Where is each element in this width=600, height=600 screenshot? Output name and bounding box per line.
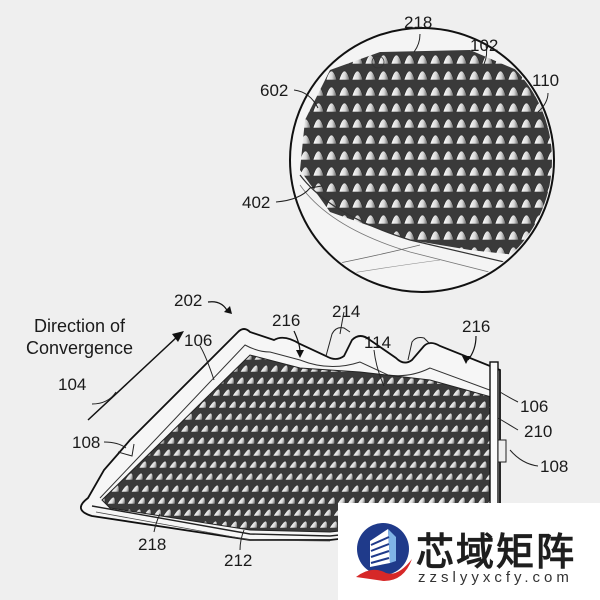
direction-arrow	[87, 331, 184, 421]
arrow-heads	[224, 306, 470, 364]
label-108-left: 108	[72, 433, 101, 452]
brand-name: 芯域矩阵	[416, 529, 577, 574]
watermark: 芯域矩阵 zzslyyxcfy.com	[338, 503, 600, 600]
label-114: 114	[364, 333, 392, 352]
label-104: 104	[58, 375, 87, 394]
caption-line-1: Direction of	[34, 316, 126, 336]
direction-of-convergence-caption: Direction of Convergence	[26, 316, 133, 359]
label-214: 214	[332, 302, 361, 321]
detail-leaders	[275, 33, 549, 203]
label-106-left: 106	[184, 331, 213, 350]
label-602: 602	[260, 81, 289, 100]
brand-logo-icon	[356, 523, 412, 581]
label-212: 212	[224, 551, 253, 570]
label-108-right: 108	[540, 457, 569, 476]
label-216-left: 216	[272, 311, 301, 330]
caption-line-2: Convergence	[26, 337, 134, 358]
label-102: 102	[470, 36, 499, 55]
panel-leaders	[91, 311, 539, 551]
label-210: 210	[524, 422, 553, 441]
label-216-right: 216	[462, 317, 491, 336]
magnified-detail	[289, 27, 555, 293]
label-402: 402	[242, 193, 271, 212]
label-218-detail: 218	[404, 13, 433, 32]
label-218-bottom: 218	[138, 535, 167, 554]
label-106-right: 106	[520, 397, 549, 416]
label-110: 110	[532, 71, 560, 90]
brand-url: zzslyyxcfy.com	[418, 569, 573, 586]
filter-panel	[80, 327, 507, 542]
label-202: 202	[174, 291, 203, 310]
